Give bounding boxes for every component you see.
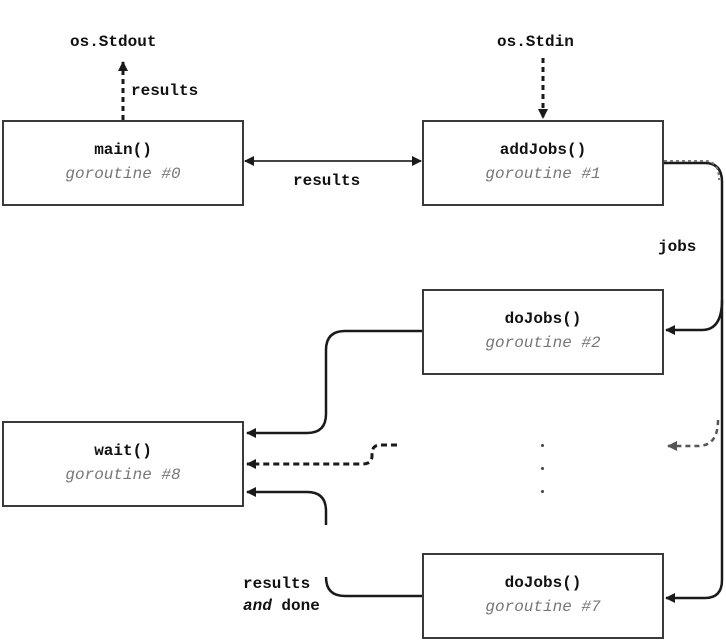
dojobs7-box: doJobs() goroutine #7 — [422, 553, 664, 639]
wait-box: wait() goroutine #8 — [2, 421, 244, 507]
results-done-label-line2: and done — [243, 597, 320, 615]
dojobs2-to-wait — [246, 329, 423, 438]
wait-func-label: wait() — [94, 442, 152, 460]
dojobs2-goroutine-label: goroutine #2 — [485, 334, 601, 352]
wait-goroutine-label: goroutine #8 — [65, 466, 181, 484]
stdin-label: os.Stdin — [497, 33, 574, 51]
jobs-to-ellipsis — [667, 419, 720, 451]
results-done-label-line1: results — [243, 575, 311, 593]
dojobs7-func-label: doJobs() — [504, 574, 582, 592]
done-text: done — [281, 597, 320, 615]
dojobs2-box: doJobs() goroutine #2 — [422, 289, 664, 375]
addjobs-box: addJobs() goroutine #1 — [422, 120, 664, 206]
dojobs2-func-label: doJobs() — [504, 310, 582, 328]
addjobs-goroutine-label: goroutine #1 — [485, 165, 601, 183]
jobs-bus-line — [664, 161, 724, 603]
main-goroutine-label: goroutine #0 — [65, 165, 181, 183]
main-func-label: main() — [94, 141, 152, 159]
results-mid-label: results — [293, 172, 361, 190]
dojobs7-goroutine-label: goroutine #7 — [485, 598, 601, 616]
results-up-label: results — [131, 82, 199, 100]
dojobs7-to-wait — [324, 576, 423, 598]
main-box: main() goroutine #0 — [2, 120, 244, 206]
and-text: and — [243, 597, 272, 615]
ellipsis-to-wait — [246, 443, 397, 469]
stdout-label: os.Stdout — [70, 33, 157, 51]
addjobs-func-label: addJobs() — [499, 141, 587, 159]
jobs-label: jobs — [658, 238, 697, 256]
jobs-to-dojobs2 — [665, 299, 724, 335]
